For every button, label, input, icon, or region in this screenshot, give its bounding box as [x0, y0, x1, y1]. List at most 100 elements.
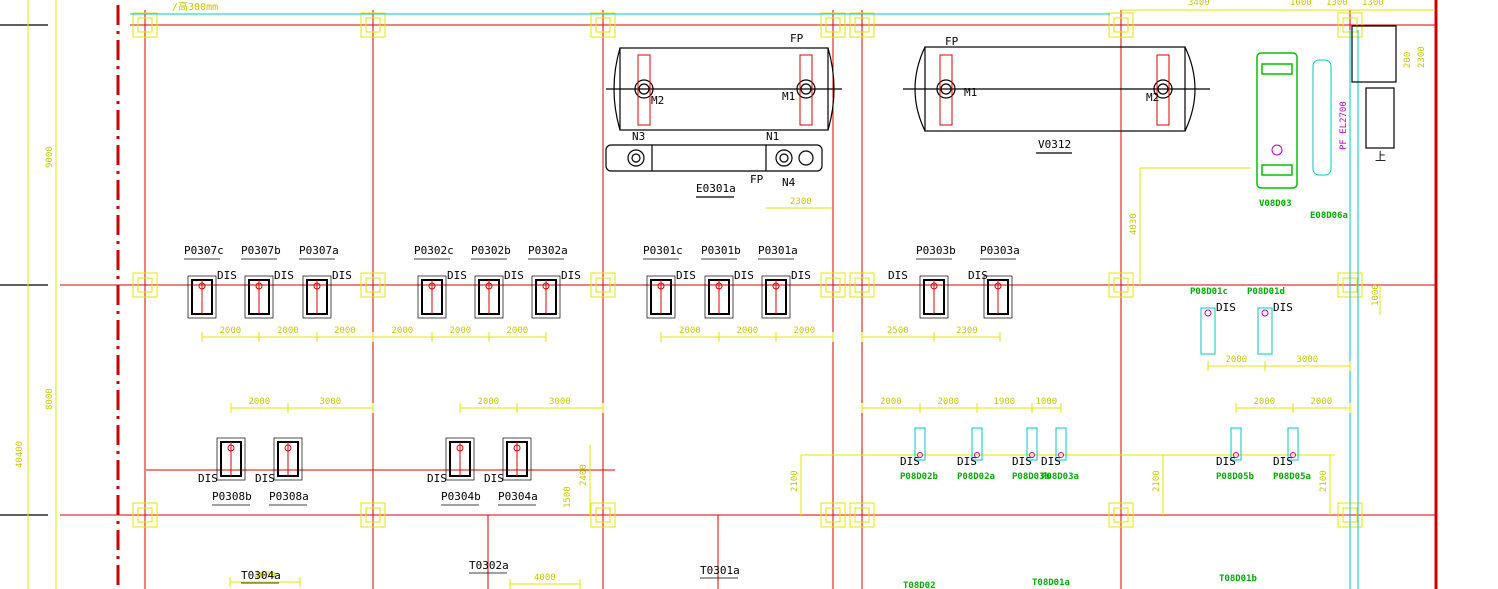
dimension-text: 1900 — [994, 397, 1016, 407]
dim-8000: 8000 — [45, 388, 55, 410]
left-dimension-chain: 9000 8000 40400 — [15, 0, 57, 589]
pump-tag: P0304a — [498, 490, 538, 503]
dimension-text: 2000 — [249, 397, 271, 407]
note-top: /高300mm — [172, 0, 218, 13]
discharge-label: DIS — [1273, 301, 1293, 314]
svg-text:M2: M2 — [651, 94, 664, 107]
pump-nozzle — [513, 444, 521, 452]
column-footing — [1108, 12, 1134, 38]
discharge-label: DIS — [1216, 455, 1236, 468]
pump-body — [1257, 307, 1273, 355]
svg-text:M2: M2 — [1146, 91, 1159, 104]
discharge-label: DIS — [198, 472, 218, 485]
svg-text:200: 200 — [1403, 52, 1413, 68]
tower-label: T08D01b — [1219, 574, 1258, 584]
pump-base — [216, 437, 246, 481]
svg-text:2300: 2300 — [790, 197, 812, 207]
discharge-label: DIS — [484, 472, 504, 485]
column-footing-inner — [595, 17, 611, 33]
column-footing — [132, 272, 158, 298]
tower-label: T0302a — [469, 559, 509, 572]
svg-text:E08D06a: E08D06a — [1310, 211, 1348, 221]
pump-nozzle — [255, 282, 263, 290]
discharge-label: DIS — [1273, 455, 1293, 468]
pump-nozzle — [284, 444, 292, 452]
tank-left: FP M2 M1 N3 N1 — [606, 32, 842, 143]
dimension-text: 2000 — [334, 326, 356, 336]
pump-nozzle — [1204, 309, 1212, 317]
pump-base — [704, 275, 734, 319]
pump-nozzle — [1290, 452, 1296, 458]
dimension-text: 2500 — [887, 326, 909, 336]
pump-nozzle — [772, 282, 780, 290]
pump-nozzle — [1233, 452, 1239, 458]
dimension-text: 3000 — [549, 397, 571, 407]
pump-body — [1200, 307, 1216, 355]
discharge-label: DIS — [968, 269, 988, 282]
vessel-v08d03: V08D03 PF EL2700 E08D06a 上 — [1256, 25, 1397, 221]
pump-nozzle — [456, 444, 464, 452]
dimension-text: 3000 — [320, 397, 342, 407]
grid-lines — [60, 0, 1438, 589]
dim-9000: 9000 — [45, 146, 55, 168]
column-footing — [1108, 272, 1134, 298]
pump-tag: P0304b — [441, 490, 481, 503]
column-footing-inner — [854, 17, 870, 33]
svg-text:1300: 1300 — [1362, 0, 1384, 8]
svg-text:N3: N3 — [632, 130, 645, 143]
top-right-dims: 3400 1000 1300 1300 200 2300 — [1121, 0, 1435, 68]
pump-base — [187, 275, 217, 319]
discharge-label: DIS — [561, 269, 581, 282]
column-footing — [360, 502, 386, 528]
column-footing — [820, 12, 846, 38]
pump-base — [244, 275, 274, 319]
column-footing-inner — [854, 277, 870, 293]
dimension-text: 4000 — [254, 571, 276, 581]
svg-text:2100: 2100 — [790, 470, 800, 492]
column-footing-inner — [1113, 277, 1129, 293]
tower-label: T0304a — [241, 569, 281, 582]
column-footing — [360, 272, 386, 298]
dimension-text: 3000 — [1297, 355, 1319, 365]
column-footing-inner — [137, 507, 153, 523]
green-pump-group: P08D01cDISP08D01dDISP08D02bDISP08D02aDIS… — [900, 287, 1311, 482]
dimension-text: 1000 — [1036, 397, 1058, 407]
pump-nozzle — [428, 282, 436, 290]
pump-nozzle — [917, 452, 923, 458]
pump-tag: P0302a — [528, 244, 568, 257]
svg-text:M1: M1 — [782, 90, 795, 103]
pump-base — [919, 275, 949, 319]
pump-body — [1055, 427, 1067, 461]
tag-e0301a: E0301a — [696, 182, 736, 195]
pump-tag: P08D05b — [1216, 472, 1255, 482]
svg-text:1300: 1300 — [1326, 0, 1348, 8]
pump-tag: P08D02b — [900, 472, 939, 482]
dimension-text: 2000 — [478, 397, 500, 407]
svg-text:2400: 2400 — [579, 464, 589, 486]
dimension-text: 4000 — [534, 573, 556, 583]
svg-text:V08D03: V08D03 — [1259, 199, 1292, 209]
pump-tag: P08D05a — [1273, 472, 1311, 482]
pump-base — [502, 437, 532, 481]
svg-text:3400: 3400 — [1188, 0, 1210, 8]
vertical-dims: 4030 2100 2100 2100 2400 1500 1000 — [563, 167, 1381, 515]
pump-tag: P0303b — [916, 244, 956, 257]
pump-nozzle — [1029, 452, 1035, 458]
column-footing-inner — [365, 507, 381, 523]
dim-40400: 40400 — [15, 441, 25, 468]
dimension-text: 2000 — [880, 397, 902, 407]
column-footing — [1108, 502, 1134, 528]
pump-base — [474, 275, 504, 319]
exchanger-e0301a: FP N4 E0301a 2300 — [605, 144, 832, 209]
dimension-text: 2000 — [679, 326, 701, 336]
discharge-label: DIS — [1041, 455, 1061, 468]
column-footing-inner — [137, 17, 153, 33]
svg-text:1000: 1000 — [1290, 0, 1312, 8]
dimension-text: 2000 — [450, 326, 472, 336]
pump-tag: P0302c — [414, 244, 454, 257]
pump-base — [302, 275, 332, 319]
column-footing — [132, 12, 158, 38]
dimension-text: 2000 — [1254, 397, 1276, 407]
